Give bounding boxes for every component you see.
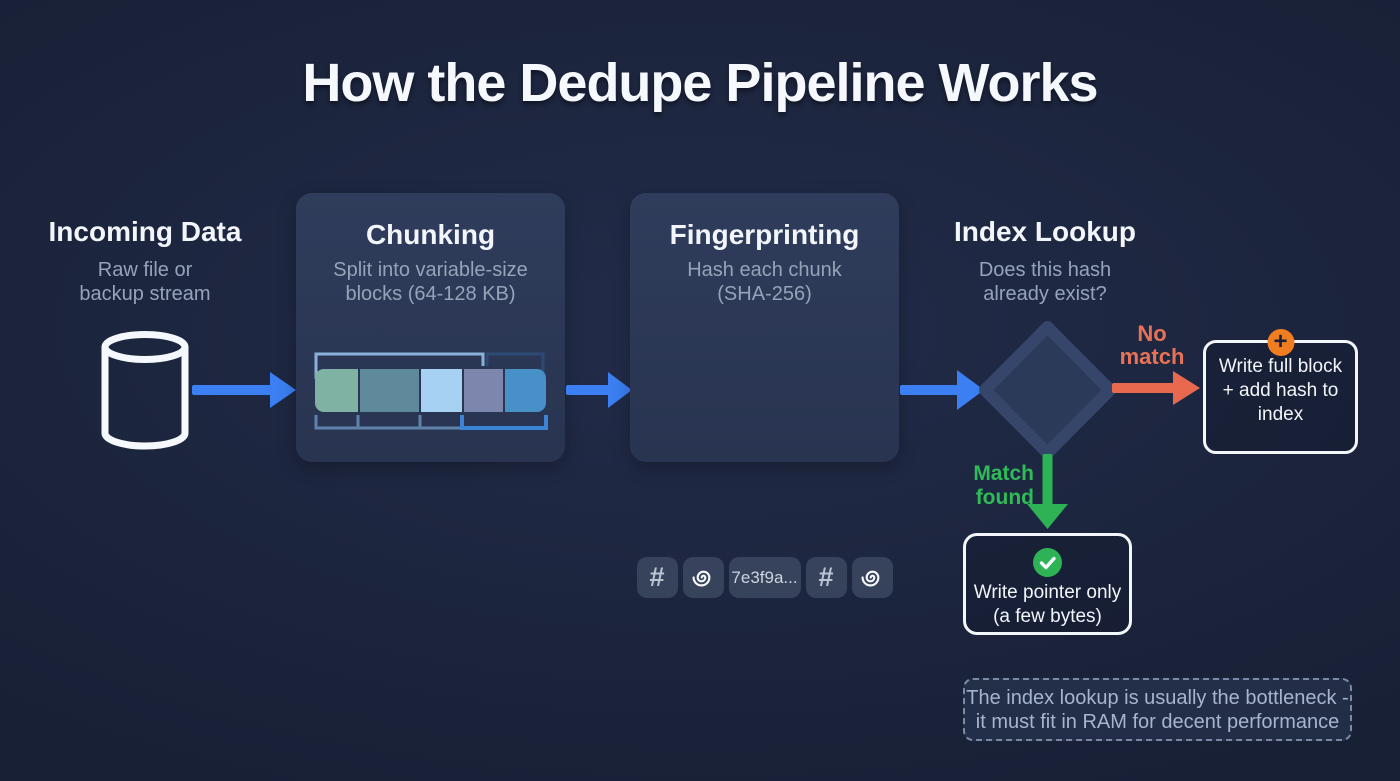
flow-arrow-fingerprinting-to-lookup — [900, 370, 984, 410]
hash-icon: # — [818, 562, 834, 592]
fingerprint-chip — [682, 557, 724, 598]
stage-index-lookup-title: Index Lookup — [954, 216, 1136, 247]
chunking-panel: Chunking Split into variable-size blocks… — [296, 193, 565, 462]
decision-diamond — [979, 321, 1116, 459]
chunk-block-row — [315, 369, 546, 412]
stage-fingerprinting-title: Fingerprinting — [669, 219, 860, 250]
write-full-block-box: + Write full block + add hash to index — [1203, 329, 1358, 454]
chunk-block — [421, 369, 462, 412]
chunk-bracket-top-dark — [485, 352, 545, 378]
fingerprint-icon — [692, 570, 710, 587]
database-cylinder-icon — [101, 331, 189, 450]
fingerprint-chip — [851, 557, 893, 598]
no-match-arrow — [1112, 371, 1200, 405]
chunk-block — [464, 369, 503, 412]
hash-value-chip: 7e3f9a... — [728, 557, 801, 598]
flow-arrow-chunking-to-fingerprinting — [566, 372, 632, 408]
chunk-block — [505, 369, 546, 412]
hash-chip: # — [636, 557, 678, 598]
chunk-block — [315, 369, 358, 412]
stage-chunking-subtitle: Split into variable-size blocks (64-128 … — [333, 259, 528, 305]
hash-icon: # — [649, 562, 665, 592]
page-title: How the Dedupe Pipeline Works — [302, 53, 1098, 113]
match-found-arrow — [1027, 454, 1068, 529]
bottleneck-note: The index lookup is usually the bottlene… — [963, 678, 1352, 741]
stage-incoming-subtitle: Raw file or backup stream — [79, 259, 211, 305]
chunk-bracket-top-light — [314, 352, 485, 379]
stage-incoming-title: Incoming Data — [48, 216, 242, 247]
chunk-bracket-bottom-light — [314, 415, 462, 430]
flow-arrow-incoming-to-chunking — [192, 372, 296, 408]
stage-index-lookup-subtitle: Does this hash already exist? — [978, 259, 1112, 305]
fingerprint-icon — [861, 570, 879, 587]
chunk-block — [360, 369, 419, 412]
stage-fingerprinting-subtitle: Hash each chunk (SHA-256) — [687, 259, 842, 305]
plus-icon: + — [1267, 329, 1294, 356]
hash-chip-row: # 7e3f9a... # — [630, 557, 899, 598]
stage-chunking-title: Chunking — [365, 219, 496, 250]
chunk-bracket-bottom-bright — [460, 415, 548, 430]
match-found-label: Match found — [973, 462, 1034, 509]
check-icon — [1033, 548, 1062, 577]
chunk-blocks-graphic — [314, 352, 548, 430]
no-match-label: No match — [1119, 321, 1185, 369]
hash-chip: # — [805, 557, 847, 598]
fingerprinting-panel: Fingerprinting Hash each chunk (SHA-256)… — [630, 193, 899, 598]
write-pointer-box: Write pointer only (a few bytes) — [963, 533, 1132, 635]
